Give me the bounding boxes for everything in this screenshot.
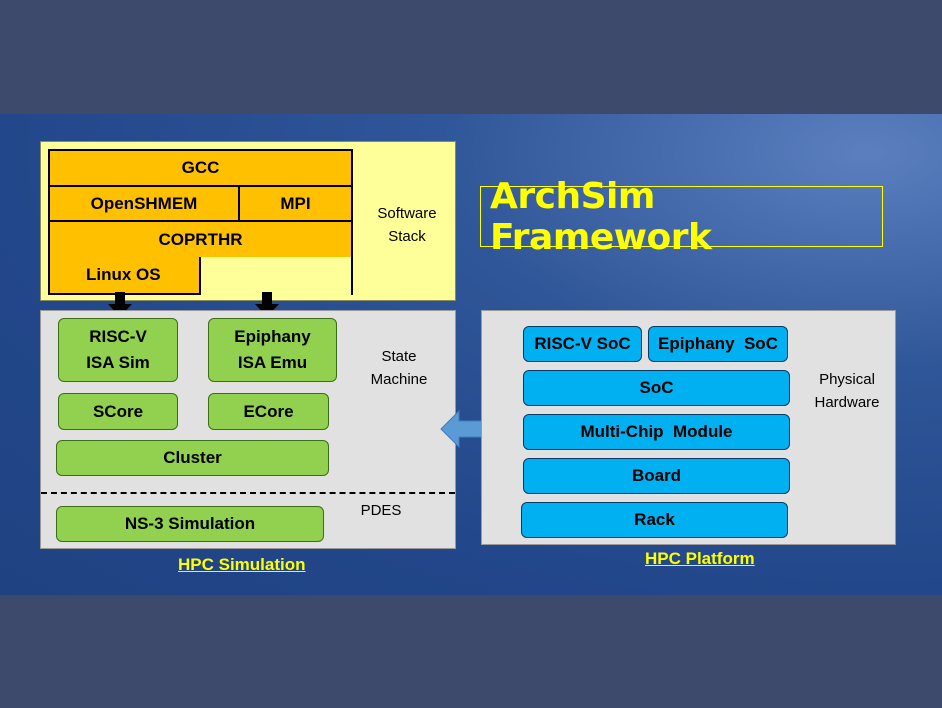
physical-hardware-label-line2: Hardware (814, 394, 880, 411)
linux-os-label: Linux OS (86, 265, 161, 284)
software-stack-label-line1: Software (377, 205, 437, 222)
risc-v-soc-box: RISC-V SoC (523, 326, 642, 362)
down-arrow-risc-v (108, 292, 132, 317)
hpc-simulation-caption[interactable]: HPC Simulation (178, 555, 306, 574)
risc-v-isa-sim-line1: RISC-V (89, 327, 147, 346)
score-box: SCore (58, 393, 178, 430)
soc-box: SoC (523, 370, 790, 406)
page-title: ArchSim Framework (490, 175, 712, 258)
ns3-simulation-box: NS-3 Simulation (56, 506, 324, 542)
risc-v-isa-sim-line2: ISA Sim (86, 353, 150, 372)
openshmem-box: OpenSHMEM (48, 185, 240, 222)
software-stack-panel: GCC OpenSHMEM MPI COPRTHR Linux OS Softw… (40, 141, 456, 301)
slide: GCC OpenSHMEM MPI COPRTHR Linux OS Softw… (0, 114, 942, 595)
linux-os-notch (199, 257, 353, 295)
rack-box: Rack (521, 502, 788, 538)
epiphany-isa-emu-box: Epiphany ISA Emu (208, 318, 337, 382)
risc-v-isa-sim-box: RISC-V ISA Sim (58, 318, 178, 382)
multi-chip-module-box: Multi-Chip Module (523, 414, 790, 450)
mpi-box: MPI (238, 185, 353, 222)
pdes-label: PDES (360, 502, 402, 519)
physical-hardware-label-line1: Physical (819, 371, 875, 388)
platform-panel: RISC-V SoC Epiphany SoC SoC Multi-Chip M… (481, 310, 896, 545)
state-machine-label: State Machine (351, 345, 447, 391)
software-stack-label: Software Stack (359, 202, 455, 248)
pdes-divider (41, 492, 455, 494)
epiphany-isa-emu-line1: Epiphany (234, 327, 311, 346)
down-arrow-epiphany (255, 292, 279, 317)
hpc-platform-caption[interactable]: HPC Platform (645, 549, 755, 568)
ecore-box: ECore (208, 393, 329, 430)
title-box: ArchSim Framework (480, 176, 883, 258)
board-box: Board (523, 458, 790, 494)
gcc-box: GCC (48, 149, 353, 187)
state-machine-label-line1: State (381, 348, 417, 365)
software-stack-label-line2: Stack (388, 228, 426, 245)
simulation-panel: RISC-V ISA Sim Epiphany ISA Emu SCore EC… (40, 310, 456, 549)
physical-hardware-label: Physical Hardware (800, 368, 894, 414)
state-machine-label-line2: Machine (370, 371, 428, 388)
coprthr-box: COPRTHR (48, 220, 353, 259)
epiphany-soc-box: Epiphany SoC (648, 326, 788, 362)
epiphany-isa-emu-line2: ISA Emu (237, 353, 308, 372)
cluster-box: Cluster (56, 440, 329, 476)
